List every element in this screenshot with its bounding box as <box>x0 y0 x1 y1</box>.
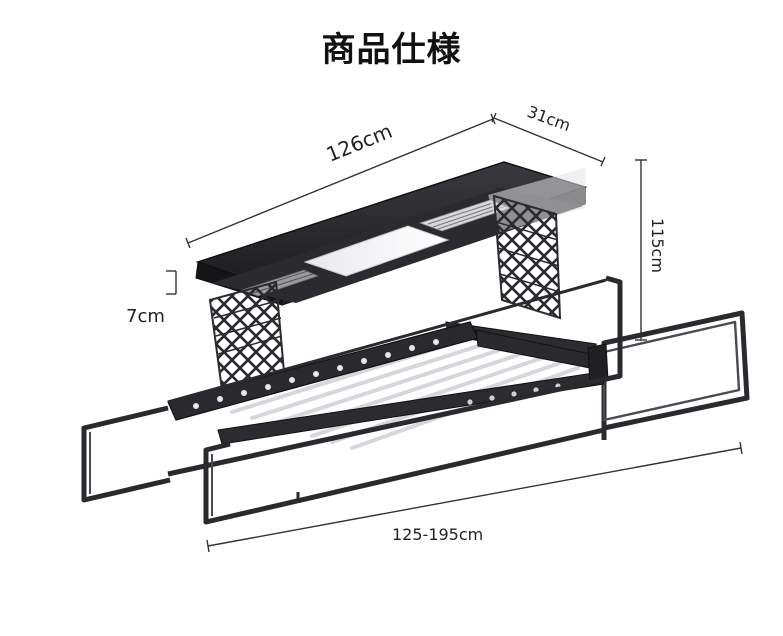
hook-dots <box>193 339 439 409</box>
scissor-lift-right <box>492 194 562 320</box>
lower-extension-loop <box>203 424 607 525</box>
depth-label: 31cm <box>525 102 574 135</box>
page-title: 商品仕様 <box>321 30 462 70</box>
hanging-rack <box>167 321 609 450</box>
dimension-thickness: 7cm <box>126 270 177 327</box>
thickness-label: 7cm <box>126 306 165 327</box>
dimension-height: 115cm <box>635 159 667 341</box>
width-range-label: 125-195cm <box>392 525 483 544</box>
led-lamp-panel <box>303 225 450 277</box>
left-extension-arm <box>81 275 623 503</box>
dimension-width-range: 125-195cm <box>206 441 743 553</box>
height-label: 115cm <box>648 218 667 273</box>
right-extension-arm <box>601 310 750 431</box>
dimension-depth: 31cm <box>491 102 606 167</box>
length-label: 126cm <box>323 119 396 167</box>
